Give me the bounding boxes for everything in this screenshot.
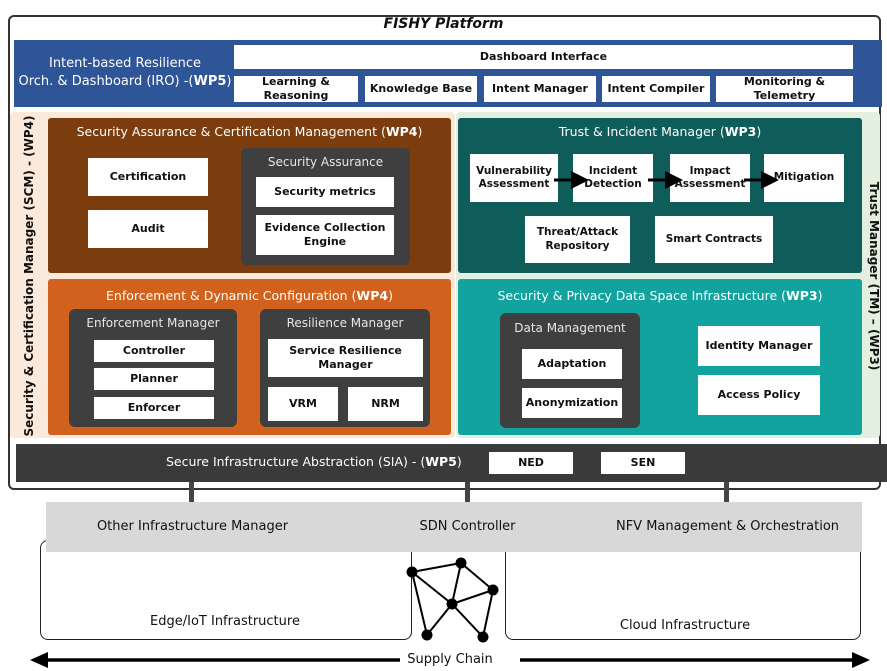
tim-flow-arrows [554, 171, 779, 189]
platform-title: FISHY Platform [383, 16, 504, 32]
sen-box: SEN [601, 452, 685, 474]
edc-panel: Enforcement & Dynamic Configuration (WP4… [48, 279, 451, 435]
data-management-title: Data Management [514, 321, 626, 335]
cloud-label: Cloud Infrastructure [619, 618, 751, 633]
planner-box: Planner [94, 368, 214, 390]
impact-line2: Assessment [674, 178, 746, 190]
srm-line1: Service Resilience [289, 344, 402, 358]
nfv-mano-label: NFV Management & Orchestration [615, 519, 840, 534]
iro-label-line2: Orch. & Dashboard (IRO) -(WP5) [18, 74, 232, 89]
network-graph-icon [406, 557, 499, 643]
supply-chain-arrow [30, 652, 870, 668]
edc-title: Enforcement & Dynamic Configuration (WP4… [106, 288, 393, 303]
identity-manager-box: Identity Manager [698, 326, 820, 366]
impact-assessment-box: Impact Assessment [670, 154, 750, 202]
sdn-controller-label: SDN Controller [419, 519, 516, 534]
audit-box: Audit [88, 210, 208, 248]
vuln-line2: Assessment [478, 178, 550, 190]
incident-line1: Incident [588, 164, 638, 177]
intent-compiler-box: Intent Compiler [602, 76, 710, 102]
security-metrics-box: Security metrics [256, 177, 394, 207]
data-management-group: Data Management Adaptation Anonymization [500, 313, 640, 428]
resilience-manager-group: Resilience Manager Service Resilience Ma… [260, 309, 430, 427]
vuln-line1: Vulnerability [476, 164, 552, 177]
security-assurance-group: Security Assurance Security metrics Evid… [241, 148, 410, 265]
service-resilience-manager-box: Service Resilience Manager [268, 339, 423, 377]
connector-sdn [465, 482, 470, 506]
vrm-box: VRM [268, 387, 338, 421]
learning-reasoning-box: Learning & Reasoning [234, 75, 358, 102]
evidence-line1: Evidence Collection [264, 221, 386, 235]
impact-line1: Impact [689, 164, 731, 177]
supply-chain-label: Supply Chain [407, 652, 493, 667]
iro-label: Intent-based Resilience Orch. & Dashboar… [14, 55, 236, 91]
vulnerability-assessment-box: Vulnerability Assessment [470, 154, 558, 202]
incident-detection-box: Incident Detection [573, 154, 653, 202]
threat-attack-repository-box: Threat/Attack Repository [525, 216, 630, 263]
infra-managers-band [46, 502, 862, 552]
anonymization-box: Anonymization [522, 388, 622, 418]
incident-line2: Detection [584, 178, 642, 190]
dashboard-interface-box: Dashboard Interface [234, 45, 853, 69]
platform-frame [8, 15, 881, 490]
threat-line1: Threat/Attack [536, 226, 619, 239]
evidence-line2: Engine [303, 235, 347, 248]
knowledge-base-box: Knowledge Base [365, 76, 477, 102]
enforcer-box: Enforcer [94, 397, 214, 419]
other-infra-manager-label: Other Infrastructure Manager [96, 519, 289, 534]
access-policy-box: Access Policy [698, 375, 820, 415]
nrm-box: NRM [348, 387, 423, 421]
tm-side-label: Trust Manager (TM) – (WP3) [867, 181, 881, 371]
enforcement-manager-title: Enforcement Manager [86, 316, 220, 330]
security-assurance-title: Security Assurance [267, 155, 384, 169]
adaptation-box: Adaptation [522, 349, 622, 379]
tim-title: Trust & Incident Manager (WP3) [558, 124, 762, 139]
evidence-collection-engine-box: Evidence Collection Engine [256, 215, 394, 255]
spds-title: Security & Privacy Data Space Infrastruc… [497, 288, 823, 303]
spds-panel: Security & Privacy Data Space Infrastruc… [458, 279, 862, 435]
smart-contracts-box: Smart Contracts [655, 216, 773, 263]
connector-nfv [724, 482, 729, 506]
sacm-title: Security Assurance & Certification Manag… [76, 124, 423, 139]
ned-box: NED [489, 452, 573, 474]
enforcement-manager-group: Enforcement Manager Controller Planner E… [69, 309, 237, 427]
resilience-manager-title: Resilience Manager [286, 316, 404, 330]
certification-box: Certification [88, 158, 208, 196]
monitoring-telemetry-box: Monitoring & Telemetry [716, 75, 853, 102]
iro-label-line1: Intent-based Resilience [48, 56, 201, 71]
cloud-container [505, 540, 861, 640]
threat-line2: Repository [545, 239, 610, 252]
srm-line2: Manager [318, 358, 373, 371]
edge-iot-label: Edge/IoT Infrastructure [150, 614, 300, 629]
sia-bar: Secure Infrastructure Abstraction (SIA) … [16, 444, 887, 482]
sacm-panel: Security Assurance & Certification Manag… [48, 118, 451, 273]
tim-panel: Trust & Incident Manager (WP3) Vulnerabi… [458, 118, 862, 273]
controller-box: Controller [94, 340, 214, 362]
scm-side-label: Security & Certification Manager (SCM) -… [22, 115, 36, 437]
sia-title: Secure Infrastructure Abstraction (SIA) … [166, 454, 462, 469]
intent-manager-box: Intent Manager [484, 76, 596, 102]
connector-other [189, 482, 194, 506]
